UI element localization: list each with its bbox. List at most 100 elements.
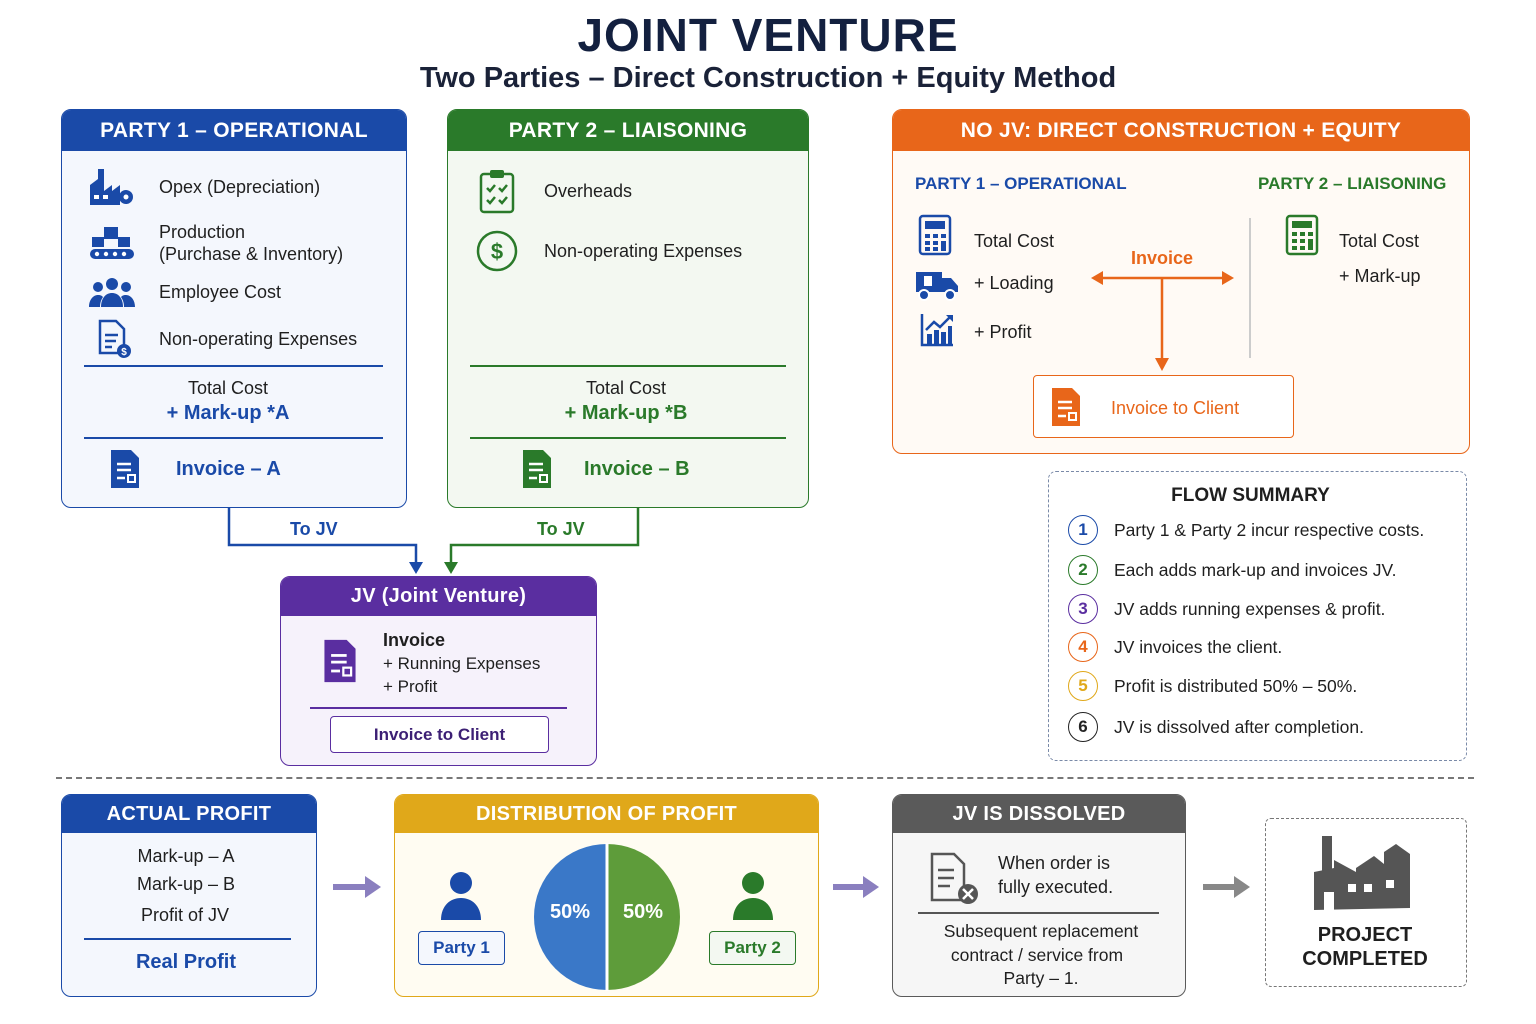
party1-arrow-label: To JV [290,519,338,539]
invoice-icon [102,448,148,490]
jv-invoice-label: Invoice [383,630,446,650]
actual-profit-item: Profit of JV [140,905,230,925]
step-text: Each adds mark-up and invoices JV. [1114,559,1397,580]
party1-card: PARTY 1 – OPERATIONAL [61,109,407,508]
nojv-p2-total-cost: Total Cost [1339,231,1420,251]
factory-gear-icon [87,167,137,207]
actual-profit-header: ACTUAL PROFIT [62,795,316,833]
svg-text:$: $ [491,239,503,264]
production-label: Production [159,222,246,242]
dissolved-header: JV IS DISSOLVED [893,795,1185,833]
nojv-p1-loading: + Loading [974,273,1054,293]
flow-summary-title: FLOW SUMMARY [1171,485,1330,506]
project-completed-box [1265,818,1467,987]
party2-divider-2 [470,437,786,439]
party1-item-production: Production(Purchase & Inventory) [87,220,343,266]
party1-divider-1 [84,365,383,367]
step-number: 1 [1068,515,1098,545]
arrow-right-icon [833,876,879,898]
step-text: JV adds running expenses & profit. [1114,598,1386,619]
nojv-invoice-to-client-label: Invoice to Client [1111,398,1240,418]
dissolved-line1: When order is [998,853,1111,873]
jv-invoice-to-client-button[interactable]: Invoice to Client [330,716,549,753]
flow-step: 3 JV adds running expenses & profit. [1068,594,1385,624]
nojv-separator [1249,218,1251,358]
party1-arrowhead [409,562,423,574]
party2-share-tag: Party 2 [709,931,796,965]
spreadsheet-icon [1284,214,1320,261]
project-completed-line1: PROJECT [1317,924,1413,946]
party1-divider-2 [84,437,383,439]
nojv-p2-title: PARTY 2 – LIAISONING [1258,174,1447,193]
party1-item-opex: Opex (Depreciation) [87,168,320,206]
jv-invoice-icon [320,637,360,690]
nojv-p1-title: PARTY 1 – OPERATIONAL [915,174,1127,193]
nojv-invoice-to-client-button[interactable]: Invoice to Client [1033,375,1294,438]
party2-markup: + Mark-up *B [564,402,688,424]
party1-arrow [227,508,418,568]
party2-arrow-label: To JV [537,519,585,539]
dissolved-note3: Party – 1. [1003,968,1079,988]
real-profit-label: Real Profit [135,951,237,973]
pie-label-party1: 50% [550,901,591,923]
jv-header: JV (Joint Venture) [281,577,596,616]
party2-item-overheads: Overheads [472,168,632,214]
party2-item-label: Non-operating Expenses [544,241,743,261]
pie-label-party2: 50% [623,901,664,923]
nojv-p2-markup: + Mark-up [1339,266,1421,286]
arrow-right-icon [333,876,381,898]
document-close-icon [928,852,980,911]
party1-share-tag: Party 1 [418,931,505,965]
step-number: 2 [1068,555,1098,585]
party2-arrowhead [444,562,458,574]
party2-invoice: Invoice – B [514,446,690,492]
step-number: 3 [1068,594,1098,624]
jv-divider [310,707,567,709]
distribution-header: DISTRIBUTION OF PROFIT [395,795,818,833]
actual-profit-card: ACTUAL PROFIT [61,794,317,997]
people-icon [87,275,137,309]
invoice-icon [1048,385,1084,434]
pie-slice-party2 [607,844,680,990]
step-number: 6 [1068,712,1098,742]
party1-item-label: Employee Cost [159,282,282,302]
nojv-p1-profit: + Profit [974,322,1032,342]
party1-item-nonop: $ Non-operating Expenses [87,318,357,360]
party1-item-label: Opex (Depreciation) [159,177,321,197]
step-text: Profit is distributed 50% – 50%. [1114,675,1358,696]
calculator-icon [918,214,952,261]
page-subtitle: Two Parties – Direct Construction + Equi… [419,62,1117,94]
svg-text:$: $ [121,347,127,358]
invoice-icon [514,448,560,490]
party1-invoice: Invoice – A [102,446,281,492]
arrow-right-icon [1203,876,1250,898]
dollar-circle-icon: $ [472,229,522,273]
party2-item-nonop: $ Non-operating Expenses [472,228,742,274]
party1-markup: + Mark-up *A [166,402,290,424]
actual-profit-item: Mark-up – A [137,846,235,866]
party1-item-employee: Employee Cost [87,274,281,310]
jv-running-label: + Running Expenses [383,654,541,673]
dissolved-line2: fully executed. [998,877,1114,897]
party2-divider-1 [470,365,786,367]
project-completed-line2: COMPLETED [1302,948,1428,970]
flow-step: 5 Profit is distributed 50% – 50%. [1068,671,1357,701]
dissolved-note1: Subsequent replacement [943,921,1139,941]
production-sublabel: (Purchase & Inventory) [159,244,344,264]
party2-invoice-label: Invoice – B [584,458,690,480]
dissolved-card: JV IS DISSOLVED [892,794,1186,997]
profit-pie-chart [534,843,680,991]
truck-icon [914,268,960,307]
step-number: 4 [1068,632,1098,662]
step-text: JV invoices the client. [1114,636,1283,657]
step-number: 5 [1068,671,1098,701]
person-icon [730,870,776,927]
nojv-p1-total-cost: Total Cost [974,231,1055,251]
party2-item-label: Overheads [544,181,633,201]
party1-invoice-label: Invoice – A [176,458,281,480]
party1-item-label: Production(Purchase & Inventory) [159,221,343,265]
